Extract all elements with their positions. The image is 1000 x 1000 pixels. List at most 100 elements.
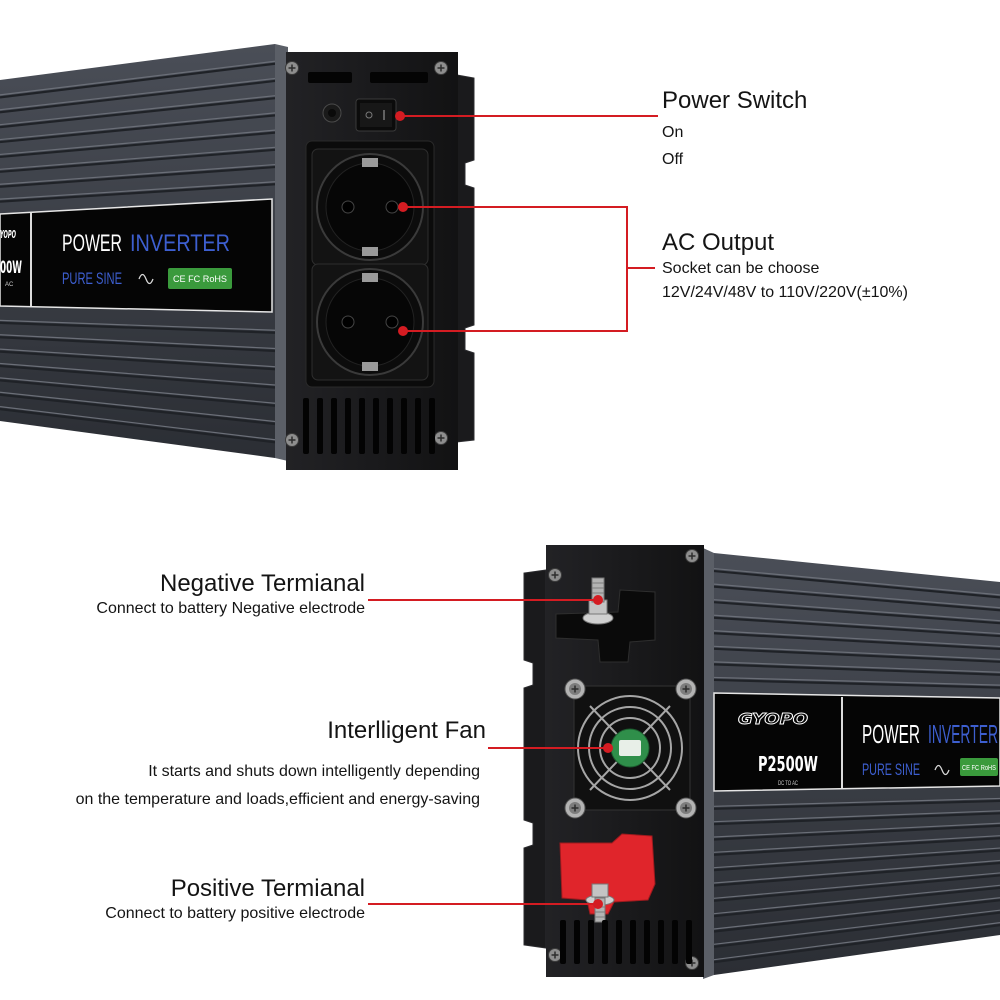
body-rib bbox=[713, 614, 1000, 635]
body-rib-groove bbox=[713, 678, 1000, 689]
ac-output-marker-lower bbox=[398, 326, 408, 336]
body-rib-groove bbox=[713, 824, 1000, 841]
stud-thread bbox=[592, 582, 604, 594]
bottom-vents bbox=[303, 398, 435, 454]
bottom-vents bbox=[560, 920, 692, 964]
top-end-panel bbox=[285, 52, 475, 470]
power-switch-on-text: On bbox=[662, 124, 684, 141]
body-rib-groove bbox=[0, 393, 276, 426]
cert-badge bbox=[168, 268, 232, 289]
body-rib-groove bbox=[0, 62, 276, 99]
reset-button bbox=[322, 103, 342, 123]
body-rib bbox=[0, 319, 276, 331]
brand-logo: GYOPO bbox=[738, 710, 808, 728]
body-rib bbox=[0, 146, 276, 170]
terminal-nut bbox=[591, 883, 609, 898]
vent-slot bbox=[415, 398, 421, 454]
power-switch-title: Power Switch bbox=[662, 87, 808, 114]
body-rib bbox=[713, 645, 1000, 660]
vent-slot bbox=[331, 398, 337, 454]
body-rib bbox=[0, 129, 276, 156]
body-rib-groove bbox=[713, 861, 1000, 887]
body-rib bbox=[0, 181, 276, 200]
positive-terminal-marker bbox=[593, 899, 603, 909]
label-background bbox=[713, 692, 1000, 792]
screw-icon bbox=[434, 431, 448, 445]
rocker-switch-icon bbox=[355, 98, 397, 132]
body-rib bbox=[713, 847, 1000, 869]
screw-icon bbox=[564, 678, 586, 700]
body-rib-groove bbox=[0, 114, 276, 144]
cert-badge bbox=[960, 758, 998, 776]
vent-slot bbox=[401, 398, 407, 454]
body-rib-groove bbox=[713, 886, 1000, 918]
pure-sine-text: PURE SINE bbox=[862, 760, 920, 779]
negative-terminal-desc: Connect to battery Negative electrode bbox=[96, 600, 365, 617]
body-rib-groove bbox=[713, 632, 1000, 651]
vent-slot bbox=[373, 398, 379, 454]
positive-terminal-desc: Connect to battery positive electrode bbox=[105, 905, 365, 922]
body-rib bbox=[713, 822, 1000, 838]
vent-slot bbox=[602, 920, 608, 964]
dc-to-ac-text: DC TO AC bbox=[778, 781, 798, 787]
body-rib-groove bbox=[713, 601, 1000, 625]
vent-slot bbox=[560, 920, 566, 964]
body-rib-groove bbox=[0, 183, 276, 203]
body-rib bbox=[0, 163, 276, 185]
power-switch-off-text: Off bbox=[662, 151, 684, 168]
ac-output-desc-1: Socket can be choose bbox=[662, 260, 820, 277]
screw-icon bbox=[548, 948, 562, 962]
body-rib-groove bbox=[0, 350, 276, 371]
screw-icon bbox=[685, 549, 699, 563]
body-rib-groove bbox=[0, 97, 276, 129]
body-rib-groove bbox=[0, 408, 276, 444]
bottom-inverter-end-cap bbox=[703, 548, 714, 979]
ac-output-desc-2: 12V/24V/48V to 110V/220V(±10%) bbox=[662, 284, 908, 301]
body-rib-groove bbox=[0, 336, 276, 353]
body-rib bbox=[713, 599, 1000, 622]
body-rib bbox=[713, 661, 1000, 673]
body-rib-groove bbox=[0, 165, 276, 188]
vent-slot bbox=[359, 398, 365, 454]
body-rib bbox=[713, 897, 1000, 930]
vent-slot bbox=[574, 920, 580, 964]
screw-icon bbox=[675, 797, 697, 819]
fan-title: Interlligent Fan bbox=[327, 717, 486, 744]
body-rib-groove bbox=[713, 663, 1000, 676]
top-inverter-label: YOPO 00W AC POWER INVERTER PURE SINE CE … bbox=[0, 198, 273, 313]
body-rib bbox=[713, 567, 1000, 596]
body-rib-groove bbox=[713, 569, 1000, 599]
sine-wave-icon bbox=[934, 764, 950, 776]
vent-slot bbox=[588, 920, 594, 964]
fan-desc-1: It starts and shuts down intelligently d… bbox=[148, 763, 480, 780]
vent-slot bbox=[387, 398, 393, 454]
bottom-inverter: GYOPO P2500W DC TO AC POWER INVERTER PUR… bbox=[523, 545, 1000, 979]
body-rib-groove bbox=[0, 131, 276, 159]
body-rib-groove bbox=[0, 79, 276, 114]
vent-slot bbox=[616, 920, 622, 964]
body-rib bbox=[713, 835, 1000, 853]
vent-slot bbox=[672, 920, 678, 964]
screw-icon bbox=[285, 433, 299, 447]
body-rib bbox=[0, 60, 276, 96]
fan-icon bbox=[564, 678, 697, 819]
fan-marker bbox=[603, 743, 613, 753]
body-rib bbox=[0, 112, 276, 141]
power-text: POWER bbox=[62, 230, 122, 257]
body-rib bbox=[713, 810, 1000, 823]
model-text: P2500W bbox=[758, 752, 818, 776]
side-bracket bbox=[523, 569, 547, 949]
vent-slot bbox=[644, 920, 650, 964]
sub-fragment: AC bbox=[5, 282, 14, 288]
fan-hub-label bbox=[619, 740, 641, 756]
vent-slot bbox=[303, 398, 309, 454]
model-fragment: 00W bbox=[0, 258, 22, 278]
body-rib bbox=[713, 583, 1000, 609]
body-rib-groove bbox=[0, 148, 276, 173]
screw-icon bbox=[285, 61, 299, 75]
pure-sine-text: PURE SINE bbox=[62, 269, 122, 288]
vent-slot bbox=[429, 398, 435, 454]
screw-icon bbox=[675, 678, 697, 700]
vent-slot bbox=[317, 398, 323, 454]
